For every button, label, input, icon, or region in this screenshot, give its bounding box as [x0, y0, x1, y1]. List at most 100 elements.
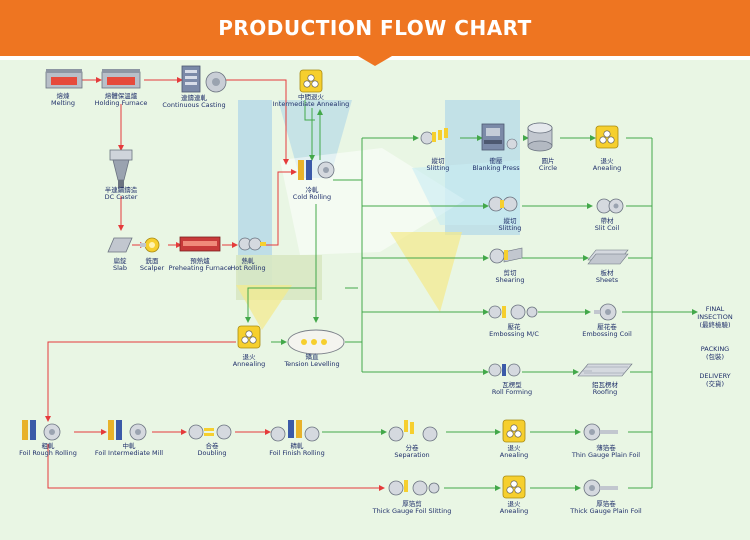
node-slit-coil: 帶材 Slit Coil — [559, 217, 655, 232]
node-foil-finish-rolling: 精軋 Foil Finish Rolling — [249, 442, 345, 457]
page-title: PRODUCTION FLOW CHART — [218, 16, 532, 40]
rolling-mill-icon — [238, 237, 266, 251]
node-preheating-furnace-zh: 預熱爐 — [190, 257, 210, 265]
node-scalper-zh: 銑面 — [145, 257, 159, 265]
node-circle: 圓片 Circle — [500, 157, 596, 172]
node-slitting-1: 縱切 Slitting — [390, 157, 486, 172]
node-holding-furnace-zh: 熔體保溫爐 — [104, 92, 138, 100]
node-holding-furnace: 熔體保溫爐 Holding Furnace — [73, 92, 169, 107]
node-embossing-coil-zh: 壓花卷 — [597, 323, 617, 331]
circle-stack-icon — [527, 122, 553, 152]
node-roofing-zh: 鋁瓦楞材 — [592, 381, 618, 389]
node-embossing-mc-en: Embossing M/C — [489, 329, 539, 338]
coil-icon — [583, 479, 618, 497]
rolling-mill-icon — [270, 420, 320, 442]
output-packing: PACKING (包裝) — [686, 345, 744, 362]
node-intermediate-annealing-zh: 中間退火 — [298, 93, 324, 101]
annealing-furnace-icon — [299, 69, 323, 93]
node-anealing-1-en: Anealing — [592, 163, 622, 172]
doubling-icon — [188, 424, 232, 440]
node-foil-intermediate-mill: 中軋 Foil Intermediate Mill — [81, 442, 177, 457]
node-sheets: 板材 Sheets — [559, 269, 655, 284]
node-thin-gauge-plain-foil-en: Thin Gauge Plain Foil — [571, 450, 641, 459]
node-continuous-casting-zh: 連鑄連軋 — [181, 94, 207, 102]
node-embossing-mc: 壓花 Embossing M/C — [466, 323, 562, 338]
slitter-icon — [488, 196, 518, 212]
roll-former-icon — [488, 363, 521, 377]
node-anealing-3-zh: 退火 — [507, 444, 521, 452]
node-circle-en: Circle — [538, 163, 558, 172]
rolling-mill-icon — [22, 420, 61, 441]
node-foil-rough-rolling: 粗軋 Foil Rough Rolling — [0, 442, 96, 457]
node-hot-rolling-zh: 熱軋 — [241, 257, 255, 265]
shear-icon — [489, 247, 523, 264]
node-roofing: 鋁瓦楞材 Roofing — [557, 381, 653, 396]
node-separation: 分卷 Separation — [364, 444, 460, 459]
continuous-caster-icon — [181, 65, 227, 93]
node-thick-gauge-foil-slitting: 厚箔剪 Thick Gauge Foil Slitting — [364, 500, 460, 515]
node-cold-rolling-en: Cold Rolling — [292, 192, 332, 201]
node-sheets-en: Sheets — [595, 275, 619, 284]
node-foil-rough-rolling-zh: 粗軋 — [41, 442, 55, 450]
annealing-furnace-icon — [237, 325, 261, 349]
furnace-icon — [101, 69, 141, 89]
output-delivery-en: DELIVERY — [699, 372, 731, 380]
node-shearing-en: Shearing — [495, 275, 525, 284]
separator-icon — [388, 480, 440, 496]
output-delivery: DELIVERY (交貨) — [686, 372, 744, 389]
node-roll-forming-en: Roll Forming — [491, 387, 533, 396]
node-thick-gauge-foil-slitting-en: Thick Gauge Foil Slitting — [372, 506, 452, 515]
corrugated-sheet-icon — [577, 363, 633, 377]
node-doubling-en: Doubling — [197, 448, 227, 457]
node-intermediate-annealing: 中間退火 Intermediate Annealing — [263, 93, 359, 108]
node-thin-gauge-plain-foil-zh: 薄箔卷 — [596, 444, 616, 452]
node-anealing-4-zh: 退火 — [507, 500, 521, 508]
annealing-furnace-icon — [595, 125, 619, 149]
coil-icon — [594, 303, 617, 321]
node-thick-gauge-plain-foil-zh: 厚箔卷 — [596, 500, 616, 508]
node-slitting-2-zh: 縱切 — [503, 217, 517, 225]
node-anealing-4-en: Anealing — [499, 506, 529, 515]
node-thick-gauge-plain-foil-en: Thick Gauge Plain Foil — [570, 506, 642, 515]
output-final-en: FINAL — [705, 305, 725, 313]
node-sheets-zh: 板材 — [600, 269, 614, 277]
node-melting: 熔煉 Melting — [15, 92, 111, 107]
node-dc-caster: 半連續鑄造 DC Caster — [73, 186, 169, 201]
node-foil-finish-rolling-en: Foil Finish Rolling — [269, 448, 325, 457]
node-shearing: 剪切 Shearing — [462, 269, 558, 284]
node-doubling-zh: 合卷 — [205, 442, 219, 450]
node-slit-coil-zh: 帶材 — [600, 217, 614, 225]
node-intermediate-annealing-en: Intermediate Annealing — [272, 99, 350, 108]
output-delivery-zh: (交貨) — [705, 379, 725, 388]
node-tension-levelling-en: Tension Levelling — [284, 359, 340, 368]
node-annealing-2-en: Annealing — [232, 359, 266, 368]
node-roll-forming-zh: 瓦楞型 — [502, 381, 522, 389]
node-holding-furnace-en: Holding Furnace — [94, 98, 148, 107]
node-melting-en: Melting — [50, 98, 75, 107]
separator-icon — [388, 420, 438, 442]
node-roll-forming: 瓦楞型 Roll Forming — [464, 381, 560, 396]
node-embossing-coil: 壓花卷 Embossing Coil — [559, 323, 655, 338]
node-tension-levelling-zh: 矯直 — [305, 353, 319, 361]
node-foil-intermediate-mill-en: Foil Intermediate Mill — [94, 448, 164, 457]
node-foil-intermediate-mill-zh: 中軋 — [122, 442, 136, 450]
node-circle-zh: 圓片 — [541, 157, 555, 165]
node-preheating-furnace: 預熱爐 Preheating Furnace — [152, 257, 248, 272]
node-scalper-en: Scalper — [139, 263, 165, 272]
node-roofing-en: Roofing — [592, 387, 618, 396]
node-melting-zh: 熔煉 — [56, 92, 70, 100]
node-anealing-3: 退火 Anealing — [466, 444, 562, 459]
output-final-zh: (最終檢驗) — [699, 320, 731, 329]
yellow-wedge-left — [236, 285, 292, 330]
node-tension-levelling: 矯直 Tension Levelling — [264, 353, 360, 368]
node-anealing-4: 退火 Anealing — [466, 500, 562, 515]
node-blanking-press: 衝壓 Blanking Press — [448, 157, 544, 172]
node-separation-zh: 分卷 — [405, 444, 419, 452]
node-thick-gauge-foil-slitting-zh: 厚箔剪 — [402, 500, 422, 508]
node-hot-rolling-en: Hot Rolling — [230, 263, 266, 272]
sheets-icon — [587, 249, 629, 265]
banner-pointer — [358, 56, 392, 66]
node-anealing-1-zh: 退火 — [600, 157, 614, 165]
rolling-mill-icon — [108, 420, 147, 441]
node-cold-rolling-zh: 冷軋 — [305, 186, 319, 194]
